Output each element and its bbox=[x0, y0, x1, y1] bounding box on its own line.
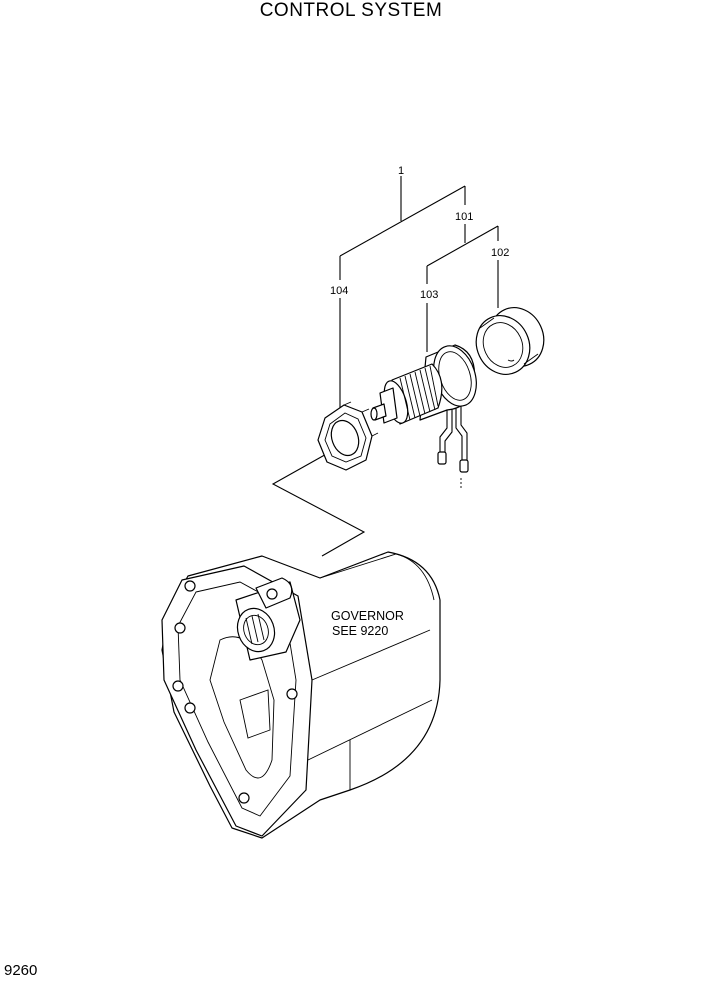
callout-1: 1 bbox=[398, 165, 404, 177]
callout-104: 104 bbox=[330, 285, 348, 297]
sensor-103 bbox=[370, 344, 477, 490]
callout-103: 103 bbox=[420, 289, 438, 301]
governor-note-line2: SEE 9220 bbox=[332, 624, 388, 638]
governor-note-line1: GOVERNOR bbox=[331, 609, 404, 623]
callout-102: 102 bbox=[491, 247, 509, 259]
page-number: 9260 bbox=[4, 962, 38, 979]
hex-nut-104 bbox=[317, 401, 379, 471]
page-title: CONTROL SYSTEM bbox=[259, 0, 443, 21]
retaining-ring-102 bbox=[475, 307, 545, 375]
governor-housing bbox=[161, 551, 441, 839]
callout-leader-lines bbox=[271, 176, 499, 557]
callout-101: 101 bbox=[455, 211, 473, 223]
